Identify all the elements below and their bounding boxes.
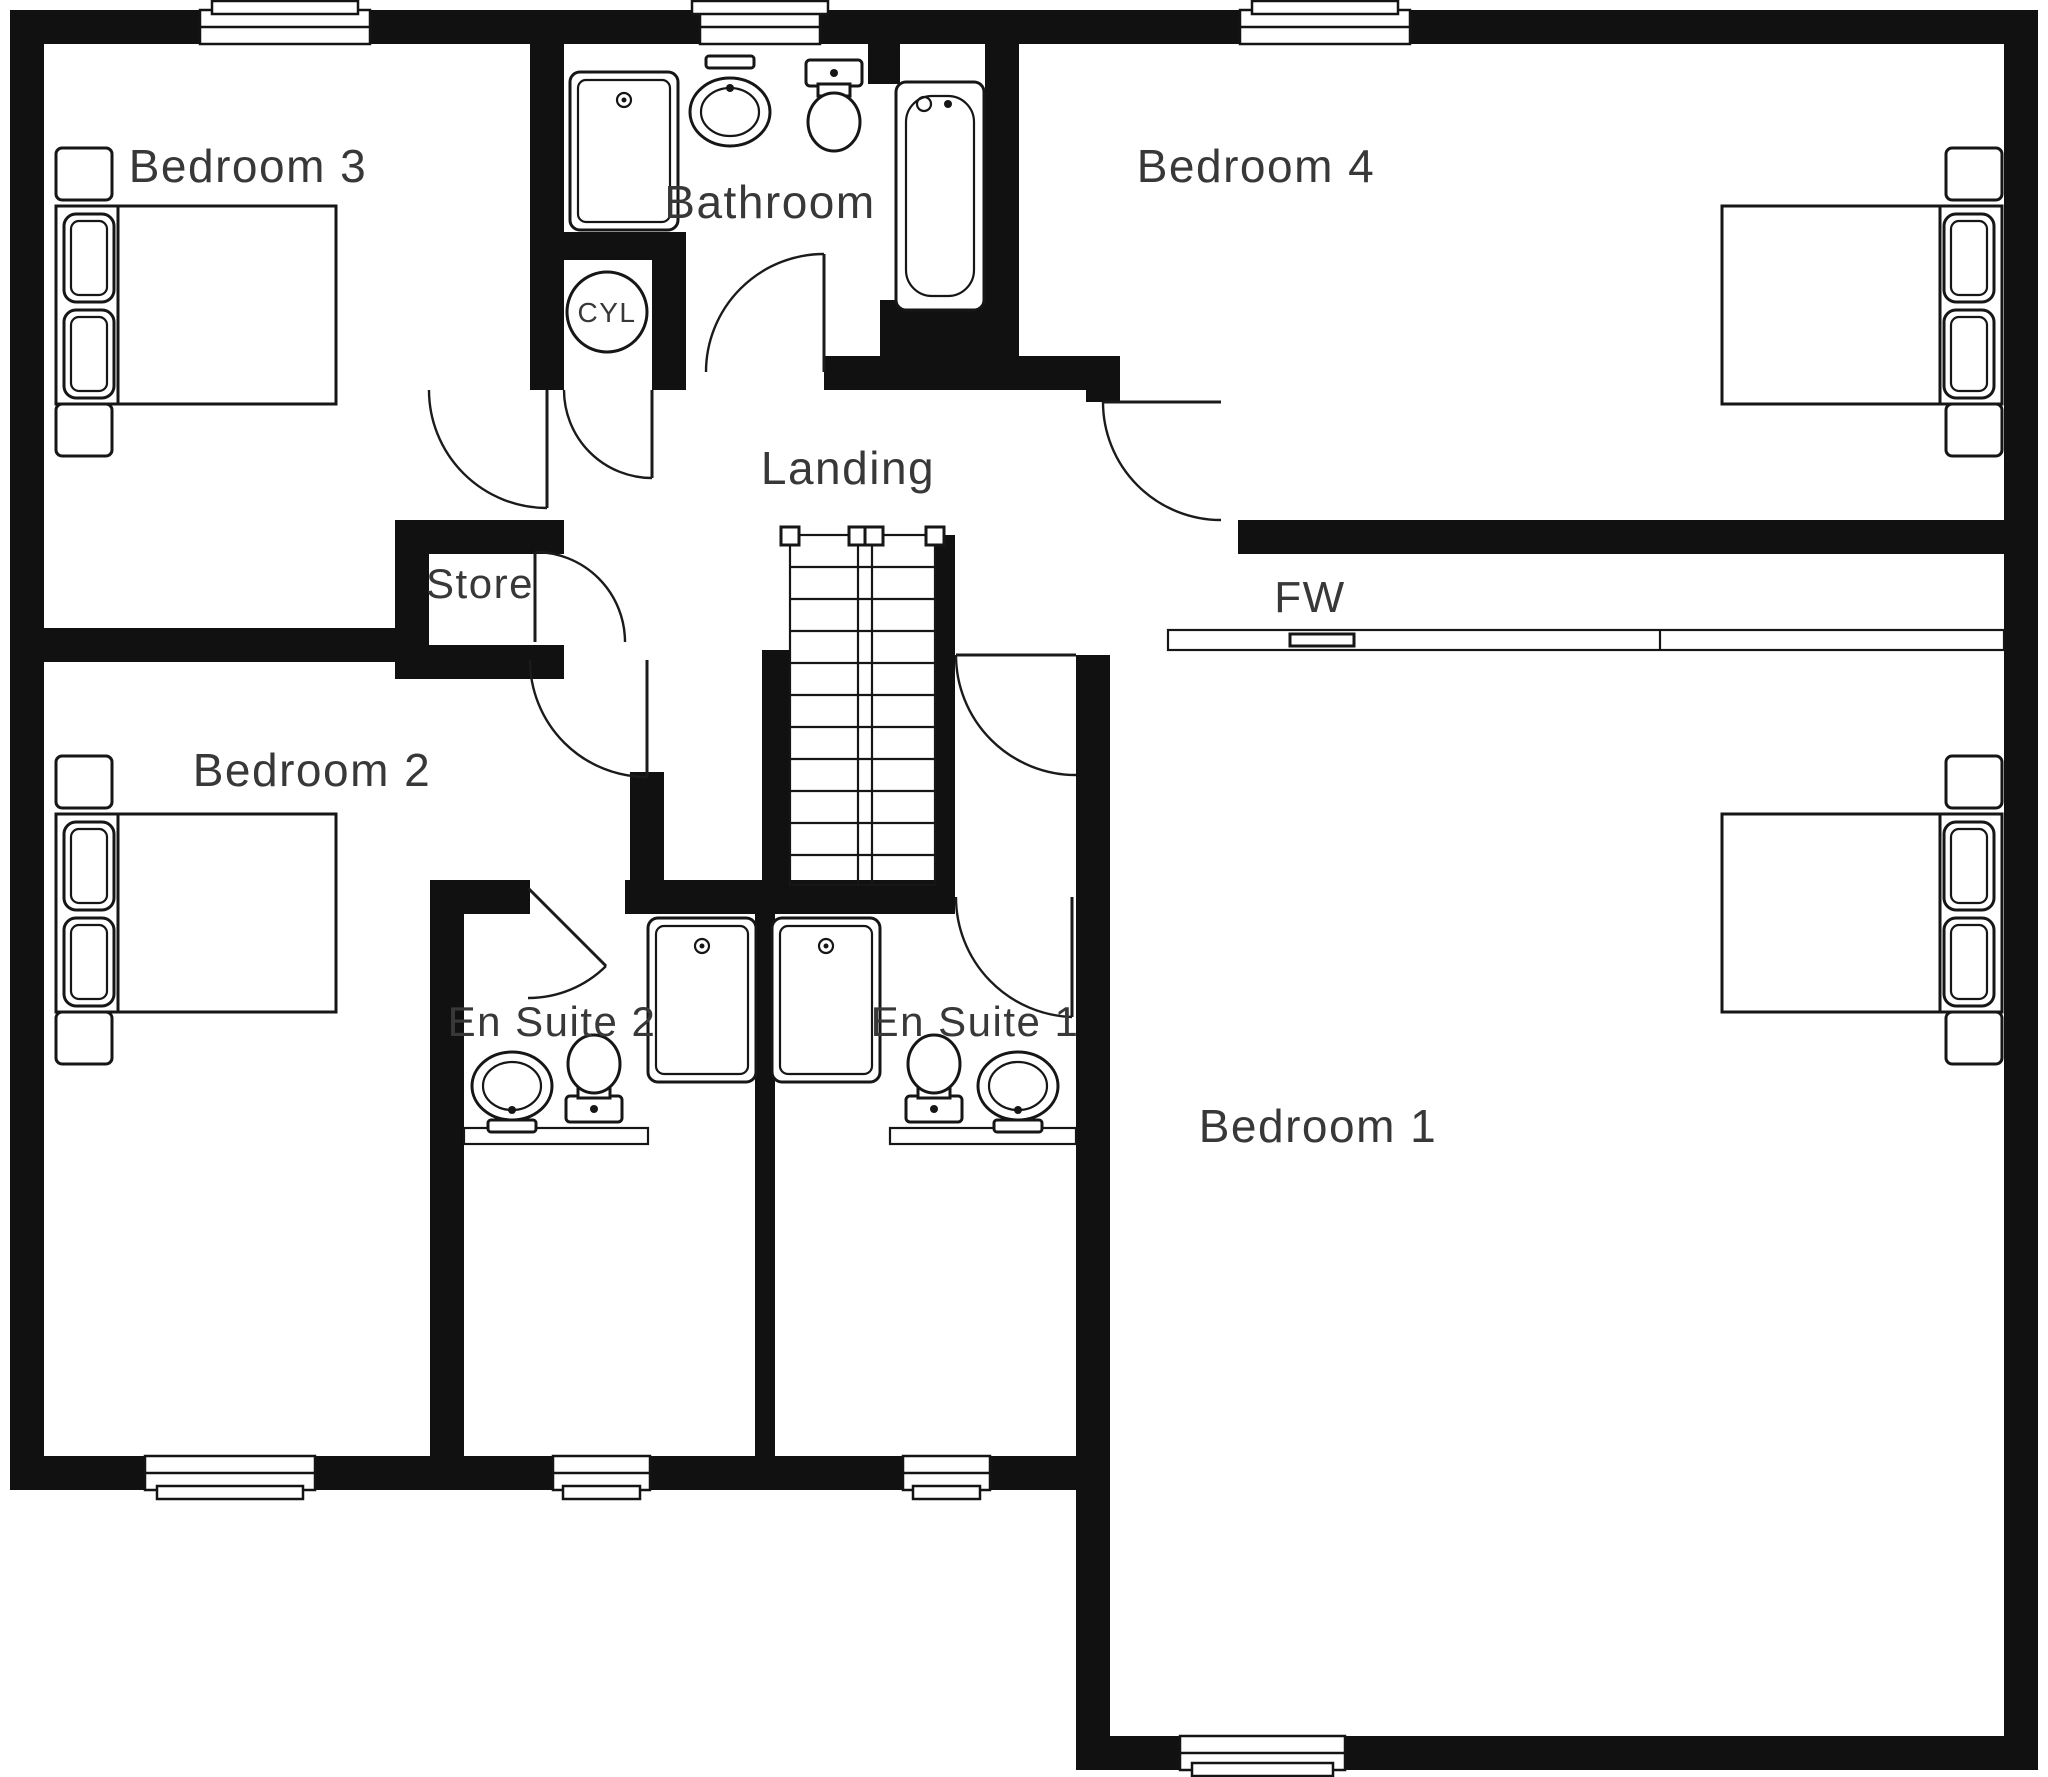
door-bedroom3 bbox=[427, 389, 549, 510]
door-store bbox=[533, 550, 627, 643]
shower-ensuite1 bbox=[770, 916, 882, 1084]
staircase bbox=[779, 525, 946, 887]
window-bedroom3 bbox=[198, 0, 372, 46]
room-label-landing: Landing bbox=[761, 442, 935, 494]
basin-ensuite1 bbox=[976, 1050, 1060, 1134]
door-bedroom1 bbox=[954, 653, 1077, 777]
window-bedroom2 bbox=[143, 1454, 317, 1501]
fitted-wardrobe bbox=[1166, 628, 2006, 652]
toilet-ensuite1 bbox=[904, 1033, 964, 1124]
door-ensuite2 bbox=[526, 886, 608, 1000]
room-labels: Bedroom 3 Bathroom Bedroom 4 Landing Sto… bbox=[129, 140, 1438, 1152]
basin-bathroom bbox=[688, 54, 772, 148]
window-ensuite2 bbox=[551, 1454, 652, 1501]
door-cylinder-cupboard bbox=[562, 389, 654, 480]
shower-bathroom bbox=[568, 70, 680, 232]
cylinder-cupboard bbox=[565, 270, 649, 354]
counter-ensuite1 bbox=[888, 1126, 1078, 1146]
window-bedroom4 bbox=[1238, 0, 1412, 46]
bath bbox=[894, 80, 986, 312]
room-label-bathroom: Bathroom bbox=[664, 176, 875, 228]
shower-ensuite2 bbox=[646, 916, 758, 1084]
bed-bedroom2 bbox=[54, 754, 338, 1066]
doors bbox=[427, 252, 1222, 1019]
room-label-fw: FW bbox=[1274, 573, 1345, 622]
basin-ensuite2 bbox=[470, 1050, 554, 1134]
room-label-store: Store bbox=[426, 560, 534, 607]
room-label-bedroom-4: Bedroom 4 bbox=[1137, 140, 1376, 192]
bed-bedroom1 bbox=[1720, 754, 2004, 1066]
bed-bedroom4 bbox=[1720, 146, 2004, 458]
room-label-en-suite-2: En Suite 2 bbox=[448, 998, 657, 1045]
door-bedroom2 bbox=[528, 659, 649, 779]
windows bbox=[143, 0, 1412, 1777]
window-bathroom bbox=[690, 0, 830, 46]
door-bathroom bbox=[704, 252, 826, 373]
room-label-bedroom-1: Bedroom 1 bbox=[1199, 1100, 1438, 1152]
toilet-bathroom bbox=[804, 58, 864, 153]
door-ensuite1 bbox=[954, 896, 1074, 1019]
counter-ensuite2 bbox=[462, 1126, 650, 1146]
bed-bedroom3 bbox=[54, 146, 338, 458]
window-ensuite1 bbox=[901, 1454, 992, 1501]
door-bedroom4 bbox=[1101, 400, 1222, 522]
room-label-bedroom-3: Bedroom 3 bbox=[129, 140, 368, 192]
window-bedroom1 bbox=[1178, 1734, 1347, 1777]
label-cylinder: CYL bbox=[578, 297, 637, 328]
room-label-en-suite-1: En Suite 1 bbox=[871, 998, 1080, 1045]
room-label-bedroom-2: Bedroom 2 bbox=[193, 744, 432, 796]
toilet-ensuite2 bbox=[564, 1033, 624, 1124]
